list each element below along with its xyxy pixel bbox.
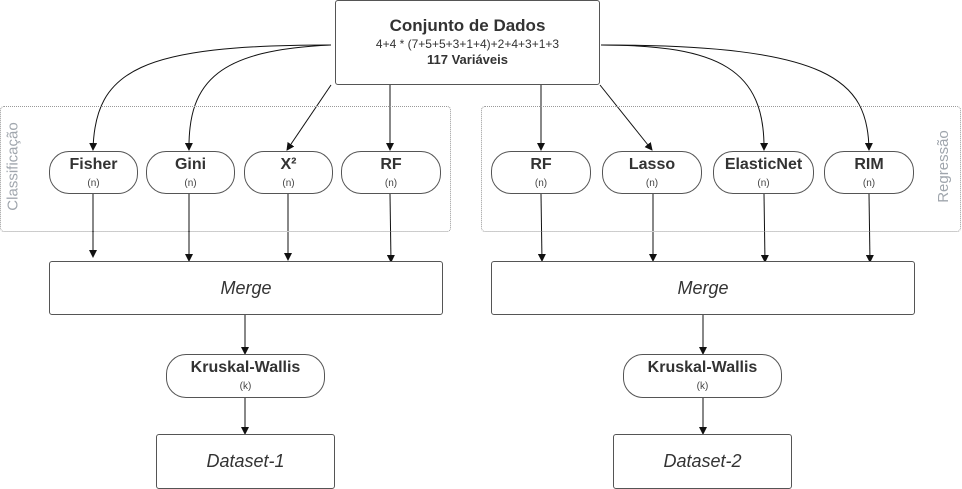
arrow-elasticnet-to-merge: [760, 193, 769, 263]
method-param: (n): [862, 177, 876, 189]
method-param: (n): [282, 177, 295, 189]
regression-group: [481, 106, 961, 232]
method-name: ElasticNet: [724, 155, 803, 173]
merge-node-regression: Merge: [491, 261, 915, 315]
method-node-chi-square: X² (n): [244, 151, 333, 194]
arrow-source-to-rim: [600, 44, 873, 151]
method-node-gini: Gini (n): [146, 151, 235, 194]
method-name: RF: [380, 155, 402, 173]
method-node-rf-regression: RF (n): [491, 151, 591, 194]
source-dataset-node: Conjunto de Dados 4+4 * (7+5+5+3+1+4)+2+…: [335, 0, 600, 85]
arrow-source-to-gini: [184, 44, 332, 151]
method-param: (n): [645, 177, 659, 189]
arrow-rfr-to-merge: [537, 193, 546, 262]
arrow-source-to-lasso: [599, 84, 653, 151]
regression-label: Regressão: [934, 130, 952, 203]
classification-label: Classificação: [4, 122, 22, 211]
arrow-rim-to-merge: [865, 193, 874, 263]
merge-node-classification: Merge: [49, 261, 443, 315]
dataset-label: Dataset-1: [206, 451, 285, 471]
dataset-1-node: Dataset-1: [156, 434, 335, 489]
arrow-source-to-elasticnet: [600, 44, 769, 151]
merge-label: Merge: [220, 277, 272, 298]
method-node-rim: RIM (n): [824, 151, 914, 194]
dataset-label: Dataset-2: [663, 451, 742, 471]
method-param: (n): [184, 177, 197, 189]
method-name: X²: [280, 155, 297, 173]
method-node-elasticnet: ElasticNet (n): [713, 151, 814, 194]
arrow-source-to-fisher: [89, 44, 332, 151]
arrow-source-to-chi2: [286, 84, 332, 151]
test-name: Kruskal-Wallis: [647, 359, 758, 376]
dataset-2-node: Dataset-2: [613, 434, 792, 489]
method-name: Lasso: [628, 155, 676, 173]
source-variables: 117 Variáveis: [427, 52, 508, 67]
merge-label: Merge: [677, 277, 729, 298]
source-formula: 4+4 * (7+5+5+3+1+4)+2+4+3+1+3: [375, 37, 560, 51]
method-name: RF: [530, 155, 552, 173]
test-param: (k): [239, 381, 252, 392]
source-title: Conjunto de Dados: [389, 16, 546, 35]
method-param: (n): [87, 177, 100, 189]
method-name: Fisher: [69, 155, 118, 173]
kruskal-wallis-node-2: Kruskal-Wallis (k): [623, 354, 782, 398]
method-node-lasso: Lasso (n): [602, 151, 702, 194]
method-param: (n): [384, 177, 398, 189]
method-param: (n): [534, 177, 548, 189]
method-node-rf-classification: RF (n): [341, 151, 441, 194]
test-param: (k): [696, 381, 709, 392]
arrow-rfc-to-merge: [386, 193, 395, 263]
method-param: (n): [757, 177, 770, 189]
kruskal-wallis-node-1: Kruskal-Wallis (k): [166, 354, 325, 398]
method-node-fisher: Fisher (n): [49, 151, 138, 194]
method-name: RIM: [854, 155, 884, 173]
method-name: Gini: [174, 155, 207, 173]
test-name: Kruskal-Wallis: [190, 359, 301, 376]
classification-group: [0, 106, 451, 232]
